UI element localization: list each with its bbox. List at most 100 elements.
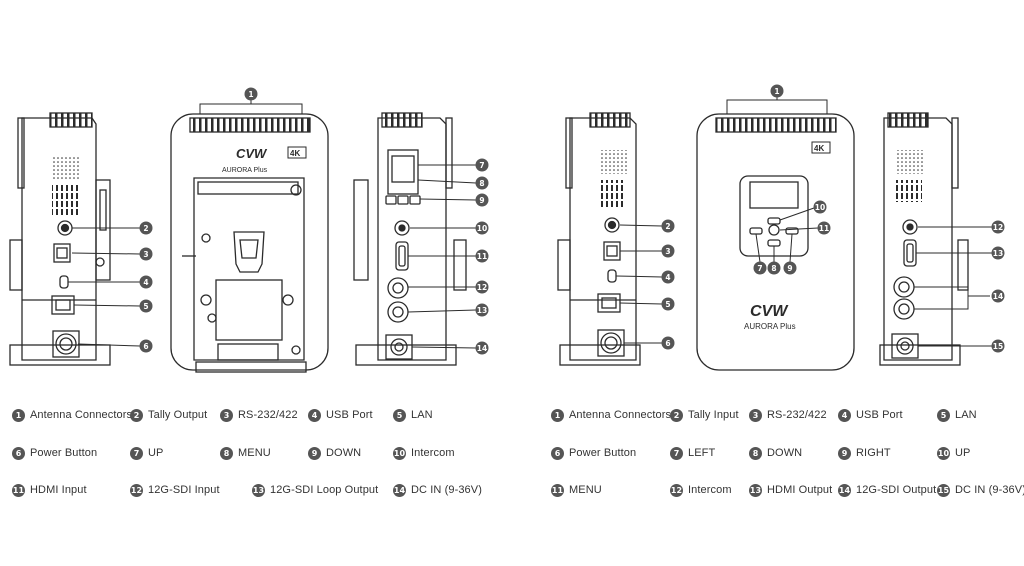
rx-legend-item-10: 10 UP [937,443,970,463]
rx-callout-7: 7 [753,261,767,275]
rx-callout-11: 11 [817,221,831,235]
legend-label: UP [955,447,971,459]
legend-number: 10 [937,446,950,460]
rx-callout-1: 1 [770,84,784,98]
svg-text:11: 11 [819,224,829,233]
legend-label: RIGHT [856,447,891,459]
rx-4k-badge: 4K [814,144,824,153]
legend-label: MENU [569,484,602,496]
legend-number: 5 [393,408,406,422]
legend-label: HDMI Input [30,484,87,496]
svg-text:8: 8 [479,179,484,188]
legend-number: 13 [749,483,762,497]
legend-number: 3 [220,408,233,422]
tx-callout-7: 7 [475,158,489,172]
svg-text:10: 10 [477,224,487,233]
svg-text:6: 6 [665,339,670,348]
legend-label: LEFT [688,447,716,459]
rx-callout-9: 9 [783,261,797,275]
tx-legend-item-7: 7 UP [130,443,163,463]
svg-text:12: 12 [477,283,487,292]
rx-callout-5: 5 [661,297,675,311]
legend-label: RS-232/422 [767,409,827,421]
legend-number: 7 [130,446,143,460]
legend-number: 1 [551,408,564,422]
svg-text:8: 8 [771,264,776,273]
legend-number: 12 [130,483,143,497]
rx-callout-6: 6 [661,336,675,350]
rx-legend-item-7: 7 LEFT [670,443,715,463]
legend-label: RS-232/422 [238,409,298,421]
rx-callout-13: 13 [991,246,1005,260]
svg-text:3: 3 [665,247,670,256]
legend-label: 12G-SDI Output [856,484,937,496]
svg-text:9: 9 [787,264,792,273]
legend-label: Antenna Connectors [569,409,672,421]
tx-model-label: AURORA Plus [222,167,268,174]
tx-4k-badge-box [287,146,307,159]
svg-text:10: 10 [815,203,825,212]
tx-callout-11: 11 [475,249,489,263]
tx-callout-14: 14 [475,341,489,355]
rx-legend-item-13: 13 HDMI Output [749,480,832,500]
tx-callout-8: 8 [475,176,489,190]
legend-label: LAN [955,409,977,421]
tx-callout-5: 5 [139,299,153,313]
legend-label: Power Button [569,447,637,459]
legend-number: 12 [670,483,683,497]
svg-text:4: 4 [143,278,148,287]
rx-legend-item-1: 1 Antenna Connectors [551,405,671,425]
legend-number: 9 [308,446,321,460]
rx-4k-badge-box [811,141,831,154]
legend-number: 7 [670,446,683,460]
tx-back-view [170,113,329,373]
legend-label: Tally Output [148,409,208,421]
rx-right-side-view [879,112,969,366]
svg-text:2: 2 [143,224,148,233]
tx-legend-item-3: 3 RS-232/422 [220,405,298,425]
legend-number: 9 [838,446,851,460]
tx-callout-2: 2 [139,221,153,235]
tx-callout-13: 13 [475,303,489,317]
tx-4k-badge: 4K [290,149,300,158]
legend-number: 2 [130,408,143,422]
legend-number: 1 [12,408,25,422]
tx-callout-1: 1 [244,87,258,101]
tx-callout-4: 4 [139,275,153,289]
legend-number: 10 [393,446,406,460]
svg-text:9: 9 [479,196,484,205]
legend-label: Power Button [30,447,98,459]
rx-legend-item-15: 15 DC IN (9-36V) [937,480,1024,500]
tx-legend-item-2: 2 Tally Output [130,405,207,425]
legend-label: 12G-SDI Loop Output [270,484,379,496]
legend-label: Intercom [688,484,732,496]
rx-callout-2: 2 [661,219,675,233]
rx-callout-3: 3 [661,244,675,258]
legend-label: HDMI Output [767,484,833,496]
svg-text:4: 4 [665,273,670,282]
svg-text:6: 6 [143,342,148,351]
rx-callout-8: 8 [767,261,781,275]
legend-label: UP [148,447,164,459]
rx-legend-item-3: 3 RS-232/422 [749,405,827,425]
tx-left-side-view [9,112,111,366]
legend-number: 3 [749,408,762,422]
svg-text:5: 5 [143,302,148,311]
legend-number: 8 [749,446,762,460]
legend-number: 15 [937,483,950,497]
svg-text:1: 1 [248,90,253,99]
legend-label: Intercom [411,447,455,459]
legend-label: DC IN (9-36V) [411,484,482,496]
legend-label: DC IN (9-36V) [955,484,1024,496]
